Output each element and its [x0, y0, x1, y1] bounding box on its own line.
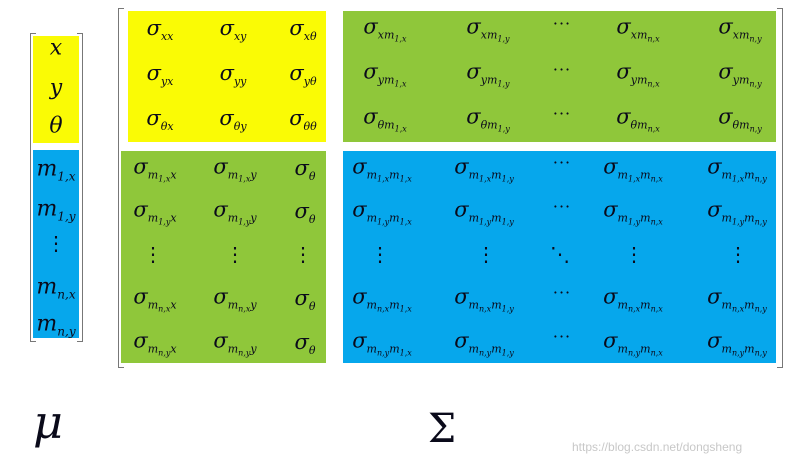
- sigma-thetax: σθx: [146, 106, 174, 133]
- mu-landmark-block: [33, 150, 79, 338]
- sigma-lm-vdots-1: ⋮: [370, 242, 390, 266]
- sigma-state-block: [128, 11, 326, 142]
- sigma-m1y-y: σm1,yy: [213, 197, 257, 227]
- mu-theta: θ: [49, 113, 63, 139]
- sigma-mnx-m1x: σmn,xm1,x: [352, 284, 412, 314]
- sigma-m1y-m1x: σm1,ym1,x: [352, 197, 412, 227]
- sigma-m1y-theta: σθ: [294, 199, 316, 226]
- sigma-row2-hdots: ···: [552, 60, 572, 79]
- sigma-mnx-x: σmn,xx: [133, 284, 177, 314]
- sigma-thetay: σθy: [219, 106, 247, 133]
- sigma-mny-m1x: σmn,ym1,x: [352, 328, 412, 358]
- mu-bracket-right: [77, 33, 83, 342]
- sigma-yx: σyx: [146, 61, 174, 88]
- sigma-m1x-theta: σθ: [294, 156, 316, 183]
- sigma-bl-vdots-3: ⋮: [293, 242, 313, 266]
- sigma-lm-vdots-3: ⋮: [624, 242, 644, 266]
- sigma-row3-hdots: ···: [552, 104, 572, 123]
- mu-m1x: m1,x: [36, 156, 76, 184]
- sigma-lm-ddots: ⋱: [550, 242, 570, 266]
- sigma-m1x-m1x: σm1,xm1,x: [352, 154, 412, 184]
- sigma-m1x-x: σm1,xx: [133, 154, 177, 184]
- mu-bracket-left: [30, 33, 36, 342]
- sigma-m1y-mnx: σm1,ymn,x: [603, 197, 663, 227]
- sigma-xx: σxx: [146, 16, 174, 43]
- mu-label: μ: [33, 395, 63, 449]
- sigma-lm-vdots-2: ⋮: [476, 242, 496, 266]
- sigma-m1x-m1y: σm1,xm1,y: [454, 154, 514, 184]
- sigma-cross-left-block: [121, 151, 326, 363]
- sigma-lm-row1-hdots: ···: [552, 153, 572, 172]
- mu-mnx: mn,x: [36, 274, 76, 302]
- sigma-lm-row2-hdots: ···: [552, 197, 572, 216]
- sigma-mnx-y: σmn,xy: [213, 284, 257, 314]
- sigma-cross-top-block: [343, 11, 776, 142]
- sigma-m1x-y: σm1,xy: [213, 154, 257, 184]
- sigma-lm-row5-hdots: ···: [552, 327, 572, 346]
- sigma-m1x-mny: σm1,xmn,y: [707, 154, 767, 184]
- mu-vdots: ⋮: [46, 231, 66, 255]
- sigma-xtheta: σxθ: [289, 16, 317, 43]
- sigma-x-m1x: σxm1,x: [363, 14, 407, 44]
- sigma-m1y-mny: σm1,ymn,y: [707, 197, 767, 227]
- sigma-theta-m1x: σθm1,x: [363, 104, 407, 134]
- sigma-x-mnx: σxmn,x: [616, 14, 660, 44]
- mu-y: y: [49, 75, 63, 101]
- mu-m1y: m1,y: [36, 196, 76, 224]
- watermark: https://blog.csdn.net/dongsheng: [572, 440, 743, 454]
- sigma-row1-hdots: ···: [552, 14, 572, 33]
- sigma-xy: σxy: [219, 16, 247, 43]
- sigma-mny-m1y: σmn,ym1,y: [454, 328, 514, 358]
- sigma-landmark-block: [343, 151, 776, 363]
- sigma-bracket-right: [777, 8, 783, 368]
- sigma-y-m1y: σym1,y: [466, 59, 510, 89]
- sigma-theta-mnx: σθmn,x: [616, 104, 660, 134]
- mu-mny: mn,y: [36, 311, 76, 339]
- sigma-x-mny: σxmn,y: [718, 14, 762, 44]
- sigma-mnx-m1y: σmn,xm1,y: [454, 284, 514, 314]
- sigma-lm-vdots-4: ⋮: [728, 242, 748, 266]
- sigma-y-mnx: σymn,x: [616, 59, 660, 89]
- sigma-mny-theta: σθ: [294, 330, 316, 357]
- sigma-m1y-m1y: σm1,ym1,y: [454, 197, 514, 227]
- sigma-bl-vdots-1: ⋮: [143, 242, 163, 266]
- sigma-m1x-mnx: σm1,xmn,x: [603, 154, 663, 184]
- sigma-theta-m1y: σθm1,y: [466, 104, 510, 134]
- sigma-yy: σyy: [219, 61, 247, 88]
- sigma-mny-mny: σmn,ymn,y: [707, 328, 767, 358]
- sigma-theta-mny: σθmn,y: [718, 104, 762, 134]
- sigma-ytheta: σyθ: [289, 61, 317, 88]
- sigma-label: Σ: [427, 406, 457, 452]
- sigma-mnx-theta: σθ: [294, 286, 316, 313]
- sigma-mny-y: σmn,yy: [213, 328, 257, 358]
- sigma-mny-mnx: σmn,ymn,x: [603, 328, 663, 358]
- sigma-bracket-left: [118, 8, 124, 368]
- sigma-mnx-mny: σmn,xmn,y: [707, 284, 767, 314]
- mu-x: x: [49, 35, 63, 61]
- sigma-lm-row4-hdots: ···: [552, 283, 572, 302]
- mu-state-block: [33, 36, 79, 143]
- sigma-m1y-x: σm1,yx: [133, 197, 177, 227]
- sigma-x-m1y: σxm1,y: [466, 14, 510, 44]
- sigma-y-mny: σymn,y: [718, 59, 762, 89]
- sigma-mnx-mnx: σmn,xmn,x: [603, 284, 663, 314]
- sigma-thetatheta: σθθ: [289, 106, 317, 133]
- sigma-mny-x: σmn,yx: [133, 328, 177, 358]
- sigma-bl-vdots-2: ⋮: [225, 242, 245, 266]
- sigma-y-m1x: σym1,x: [363, 59, 407, 89]
